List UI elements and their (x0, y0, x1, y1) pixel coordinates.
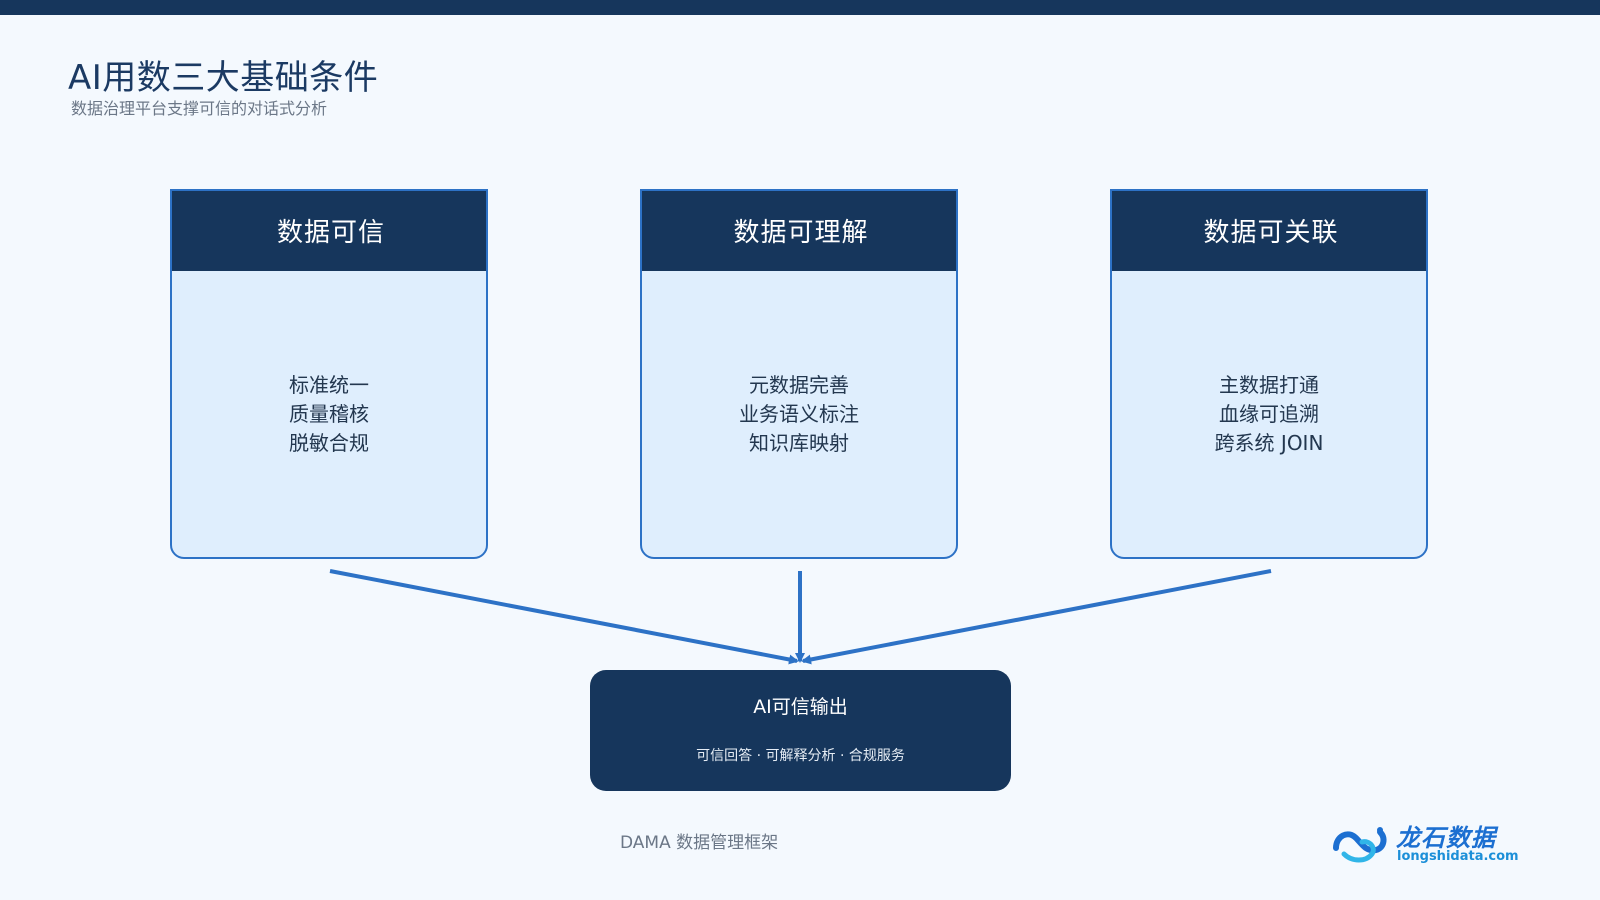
pillar-card-title: 数据可关联 (1112, 191, 1426, 271)
pillar-card-title: 数据可理解 (642, 191, 956, 271)
pillar-card-linkable: 数据可关联 主数据打通 血缘可追溯 跨系统 JOIN (1110, 189, 1428, 559)
pillar-item: 元数据完善 (749, 372, 849, 397)
logo-url: longshidata.com (1397, 849, 1519, 864)
pillar-card-body: 标准统一 质量稽核 脱敏合规 (172, 271, 486, 557)
top-bar (0, 0, 1600, 15)
page-title: AI用数三大基础条件 (68, 58, 379, 98)
ai-output-box: AI可信输出 可信回答 · 可解释分析 · 合规服务 (590, 670, 1011, 791)
pillar-card-body: 元数据完善 业务语义标注 知识库映射 (642, 271, 956, 557)
pillar-item: 脱敏合规 (289, 430, 369, 455)
framework-note: DAMA 数据管理框架 (620, 833, 779, 853)
pillar-item: 质量稽核 (289, 401, 369, 426)
pillar-item: 血缘可追溯 (1219, 401, 1319, 426)
pillar-card-body: 主数据打通 血缘可追溯 跨系统 JOIN (1112, 271, 1426, 557)
output-title: AI可信输出 (753, 696, 848, 718)
logo-swirl-icon (1333, 827, 1387, 863)
pillar-card-trusted: 数据可信 标准统一 质量稽核 脱敏合规 (170, 189, 488, 559)
pillar-item: 跨系统 JOIN (1214, 430, 1324, 455)
arrow-left (329, 569, 799, 665)
output-subtitle: 可信回答 · 可解释分析 · 合规服务 (696, 748, 905, 764)
company-logo: 龙石数据 longshidata.com (1330, 818, 1530, 868)
pillar-item: 主数据打通 (1219, 372, 1319, 397)
pillar-card-understandable: 数据可理解 元数据完善 业务语义标注 知识库映射 (640, 189, 958, 559)
page-subtitle: 数据治理平台支撑可信的对话式分析 (71, 99, 328, 118)
pillar-card-title: 数据可信 (172, 191, 486, 271)
pillar-item: 业务语义标注 (739, 401, 859, 426)
logo-name: 龙石数据 (1396, 824, 1496, 852)
pillar-item: 标准统一 (289, 372, 369, 397)
arrow-right (801, 569, 1272, 665)
pillar-item: 知识库映射 (749, 430, 849, 455)
